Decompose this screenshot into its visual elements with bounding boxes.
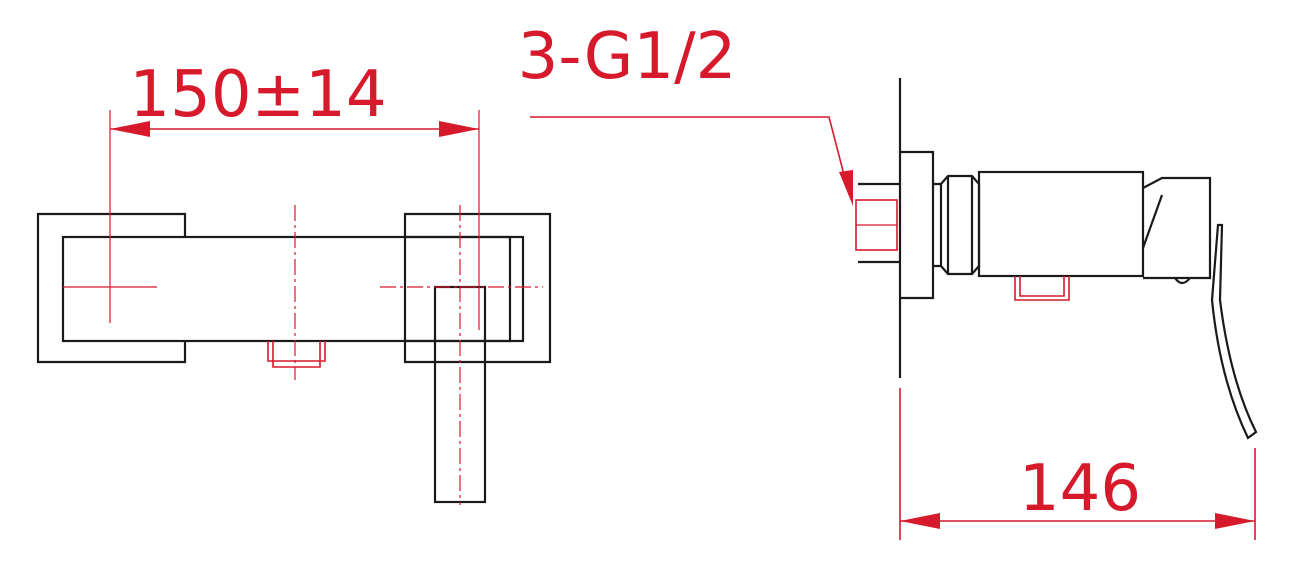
projection-dimension: 146 [899,388,1256,540]
escutcheon [900,150,935,300]
side-outlet [1014,276,1070,301]
hex-nut [933,174,981,276]
eccentric-pipe [858,182,900,264]
side-view [855,78,1258,440]
cartridge-housing [403,235,512,343]
projection-label: 146 [1019,452,1141,526]
projection-arrow-left [900,513,940,529]
cartridge-cap [1141,176,1212,280]
thread-leader-line [530,116,850,195]
left-flange [36,212,187,364]
spacing-arrow-left [110,121,150,137]
thread-arrow [839,170,853,206]
cap-screw [1174,277,1191,285]
thread-annotation: 3-G1/2 [518,20,853,206]
mixer-body [61,235,525,343]
side-lever [1210,223,1258,440]
spacing-dimension: 150±14 [110,58,479,137]
right-flange [403,212,552,364]
spacing-arrow-right [439,121,479,137]
projection-arrow-right [1215,513,1255,529]
thread-label: 3-G1/2 [518,20,737,94]
valve-body [977,170,1145,278]
bottom-outlet [267,341,326,368]
front-view [36,110,552,505]
spacing-label: 150±14 [129,58,386,132]
